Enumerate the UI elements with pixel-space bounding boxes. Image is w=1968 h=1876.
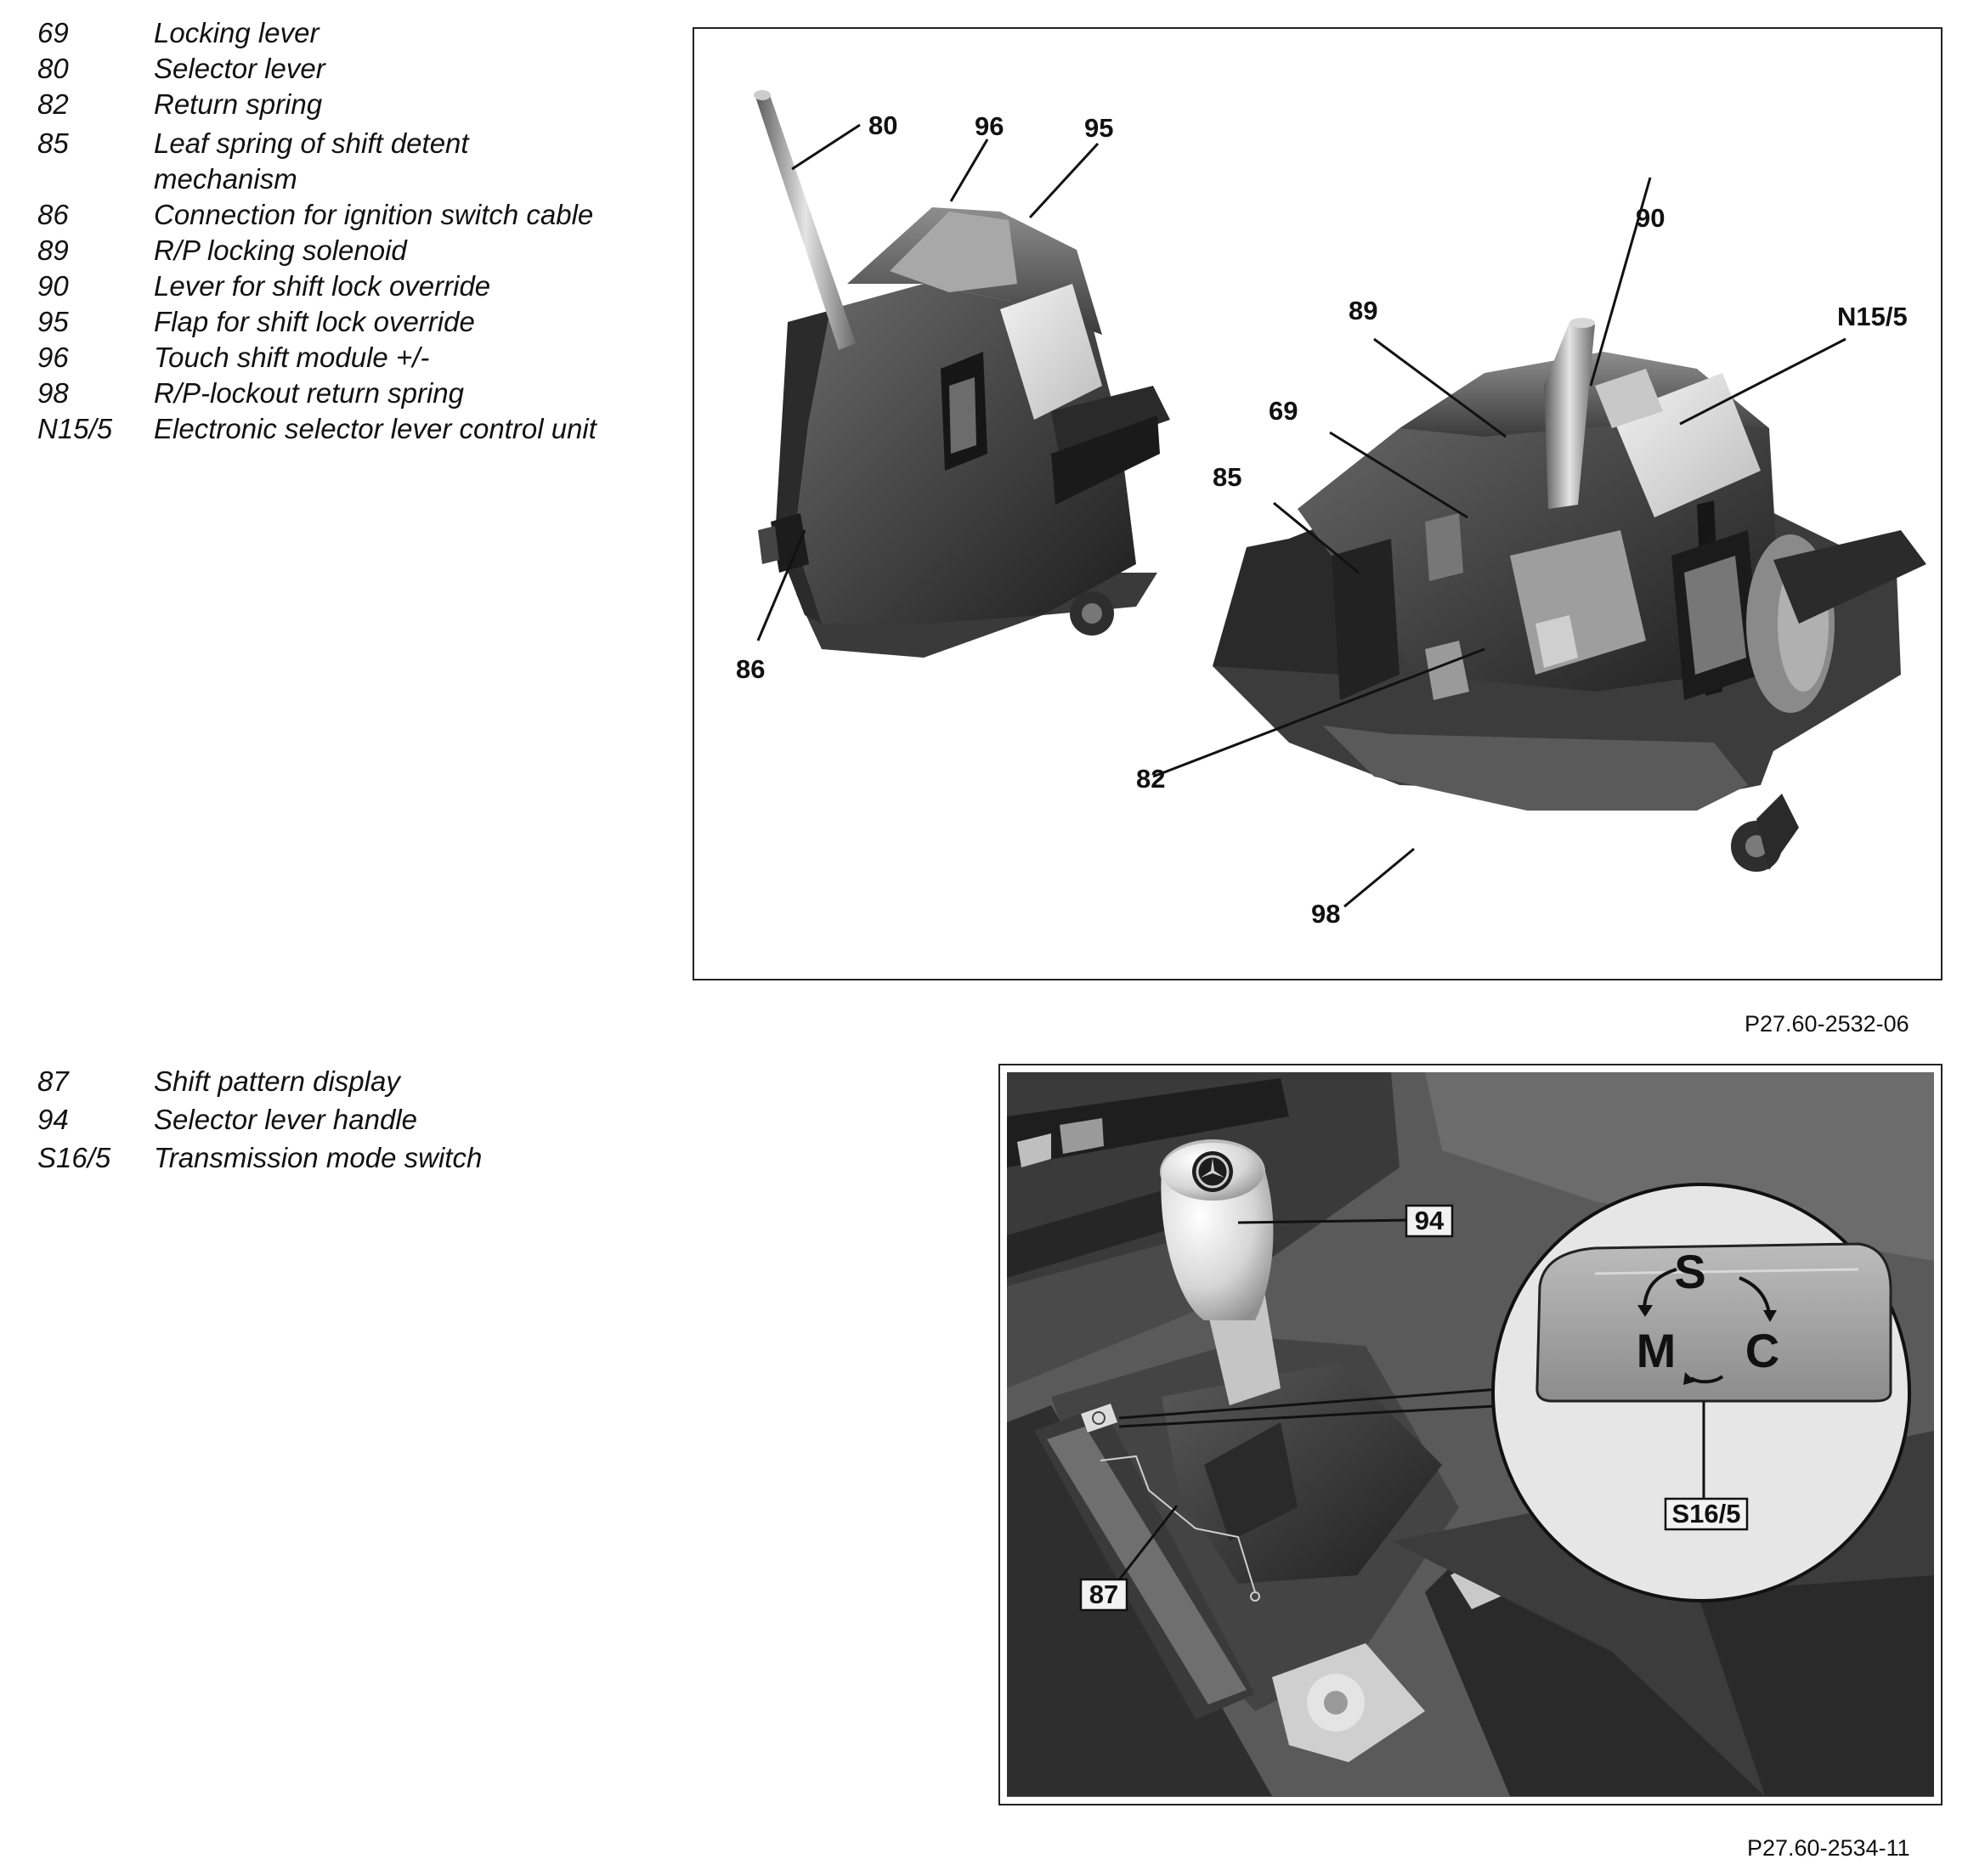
callout-87-box xyxy=(1079,1578,1128,1612)
legend-item: 82 Return spring xyxy=(37,87,630,122)
callout-96: 96 xyxy=(975,111,1004,141)
right-selector-assembly xyxy=(1213,318,1926,872)
callout-87: 87 xyxy=(1089,1579,1118,1609)
shift-pattern-display-graphic xyxy=(1100,1455,1260,1602)
switch-magnifier: S M C xyxy=(1118,1183,1911,1602)
legend-item: 96 Touch shift module +/- xyxy=(37,340,630,376)
legend-description: R/P locking solenoid xyxy=(154,234,407,266)
left-selector-assembly xyxy=(754,90,1170,658)
legend-number: 85 xyxy=(37,127,69,159)
legend-description: Touch shift module +/- xyxy=(154,342,430,373)
legend-number: 90 xyxy=(37,270,69,302)
legend-list-top: 69 Locking lever 80 Selector lever 82 Retur… xyxy=(37,15,630,447)
leader-lines xyxy=(756,123,1846,908)
callout-95: 95 xyxy=(1084,113,1113,143)
switch-letter-m: M xyxy=(1637,1324,1677,1377)
legend-item: S16/5 Transmission mode switch xyxy=(37,1139,630,1177)
legend-description: Locking lever xyxy=(154,17,320,48)
legend-number: 89 xyxy=(37,234,69,266)
figure-id-top: P27.60-2532-06 xyxy=(1745,1011,1909,1037)
mode-cycle-arrows-icon xyxy=(1643,1268,1771,1384)
legend-number: 96 xyxy=(37,342,69,373)
legend-item: 90 Lever for shift lock override xyxy=(37,268,630,304)
callout-S16-5-box xyxy=(1664,1497,1749,1531)
legend-number: 95 xyxy=(37,306,69,337)
legend-item: 89 R/P locking solenoid xyxy=(37,233,630,268)
legend-item: 87 Shift pattern display xyxy=(37,1062,630,1100)
figure-id-bottom: P27.60-2534-11 xyxy=(1747,1835,1910,1861)
legend-number: 87 xyxy=(37,1065,69,1097)
legend-description: Connection for ignition switch cable xyxy=(154,199,594,230)
legend-item: 86 Connection for ignition switch cable xyxy=(37,197,630,233)
legend-number: S16/5 xyxy=(37,1142,111,1173)
figure-selector-lever-interior: S M C 94 87 S16/5 xyxy=(998,1064,1943,1805)
legend-item: 98 R/P-lockout return spring xyxy=(37,376,630,411)
legend-description: Leaf spring of shift detent mechanism xyxy=(154,127,469,195)
legend-number: 86 xyxy=(37,199,69,230)
legend-description: Lever for shift lock override xyxy=(154,270,491,302)
legend-item: 85 Leaf spring of shift detent mechanism xyxy=(37,126,630,197)
legend-description: Electronic selector lever control unit xyxy=(154,413,597,444)
legend-item: 69 Locking lever xyxy=(37,15,630,51)
legend-number: 69 xyxy=(37,17,69,48)
legend-item: N15/5 Electronic selector lever control u… xyxy=(37,411,630,447)
legend-item: 94 Selector lever handle xyxy=(37,1100,630,1139)
interior-illustration: S M C 94 87 S16/5 xyxy=(1007,1072,1934,1797)
legend-item: 80 Selector lever xyxy=(37,51,630,87)
switch-letter-c: C xyxy=(1745,1324,1779,1377)
callout-98: 98 xyxy=(1311,899,1340,929)
legend-description: Transmission mode switch xyxy=(154,1142,483,1173)
callout-86: 86 xyxy=(736,654,765,684)
legend-number: 80 xyxy=(37,53,69,84)
callout-80: 80 xyxy=(868,110,897,140)
legend-description: R/P-lockout return spring xyxy=(154,377,464,409)
callout-94-box xyxy=(1405,1204,1454,1238)
legend-description: Selector lever handle xyxy=(154,1104,418,1135)
switch-letter-s: S xyxy=(1674,1245,1705,1298)
selector-module-illustration: 80 96 95 86 90 89 N15/5 69 85 82 98 xyxy=(736,90,1926,929)
callout-90: 90 xyxy=(1636,203,1665,233)
legend-item: 95 Flap for shift lock override xyxy=(37,304,630,340)
callout-85: 85 xyxy=(1213,462,1241,492)
callout-94: 94 xyxy=(1415,1206,1445,1235)
legend-description: Selector lever xyxy=(154,53,325,84)
callout-82: 82 xyxy=(1136,764,1165,794)
figure-selector-module: 80 96 95 86 90 89 N15/5 69 85 82 98 xyxy=(693,27,1943,980)
callout-89: 89 xyxy=(1349,296,1377,325)
callout-69: 69 xyxy=(1269,396,1298,426)
legend-number: 98 xyxy=(37,377,69,409)
legend-number: N15/5 xyxy=(37,413,113,444)
legend-number: 82 xyxy=(37,88,69,120)
legend-description: Flap for shift lock override xyxy=(154,306,475,337)
legend-list-bottom: 87 Shift pattern display 94 Selector lever… xyxy=(37,1062,630,1177)
legend-description: Return spring xyxy=(154,88,323,120)
legend-description: Shift pattern display xyxy=(154,1065,400,1097)
legend-number: 94 xyxy=(37,1104,69,1135)
callout-N15-5: N15/5 xyxy=(1837,302,1908,331)
callout-S16-5: S16/5 xyxy=(1671,1499,1740,1528)
